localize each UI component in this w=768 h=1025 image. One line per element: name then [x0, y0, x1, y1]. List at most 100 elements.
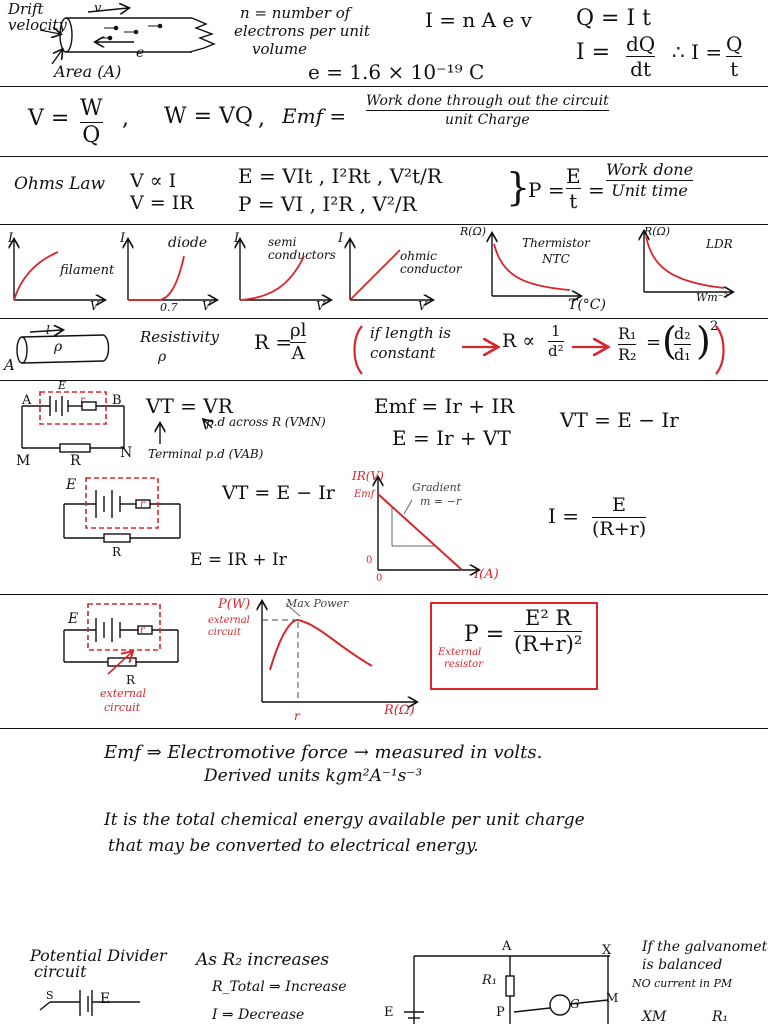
- electron-label: e: [136, 45, 145, 61]
- gradient-label: Gradient: [412, 481, 462, 494]
- internal-cell-box: [85, 477, 159, 529]
- charge-equation: Q = I t: [576, 6, 651, 31]
- area-wire-label: A: [4, 356, 15, 374]
- condition-line2: constant: [370, 344, 436, 362]
- v-equals-ir: V = IR: [130, 192, 194, 214]
- close-paren: ): [696, 319, 711, 363]
- n-definition-line2: electrons per unit: [234, 22, 370, 40]
- cell-e-label: E: [100, 991, 111, 1007]
- e2r-numerator: E² R: [525, 606, 572, 630]
- switch-label: S: [46, 989, 54, 1002]
- external-resistor-line1: External: [438, 647, 482, 658]
- rho-wire-label: ρ: [54, 339, 63, 355]
- graph1-x-label: V: [90, 299, 99, 313]
- node-p-label: P: [496, 1005, 505, 1020]
- one-numerator: 1: [551, 322, 561, 340]
- internal-r-label: r: [140, 625, 145, 636]
- equals-sign: =: [588, 178, 605, 202]
- external-resistor-line2: resistor: [444, 659, 483, 670]
- rho-l-numerator: ρl: [290, 320, 307, 341]
- emf-derived-units: Derived units kgm²A⁻¹s⁻³: [204, 766, 423, 786]
- r1-over-r2: R₁ R₂: [618, 324, 637, 364]
- power-axis-label: P(W): [218, 597, 251, 612]
- node-n-label: N: [120, 445, 133, 461]
- graph6-y-label: R(Ω): [644, 225, 670, 238]
- resistor-r-label: R: [112, 545, 122, 559]
- galvanometer-note-line3: NO current in PM: [632, 977, 733, 990]
- internal-r-label: r: [140, 499, 145, 510]
- node-m-label: M: [606, 991, 619, 1005]
- circuit-internal-resistance: [63, 490, 181, 543]
- e-over-r-plus-r: E(R+r): [592, 494, 647, 540]
- equals-sign: =: [646, 332, 662, 353]
- graph3-x-label: V: [316, 299, 325, 313]
- work-done-numerator: Work done: [606, 160, 694, 179]
- t-denominator: t: [730, 57, 739, 81]
- variable-resistor-arrow: [107, 652, 132, 675]
- electron-charge: e = 1.6 × 10⁻¹⁹ C: [308, 60, 485, 84]
- resistance-lhs: R =: [254, 330, 293, 354]
- galvanometer-note-line1: If the galvanometer: [642, 939, 768, 955]
- r1-numerator: R₁: [618, 324, 637, 343]
- r-axis-label: R(Ω): [384, 703, 415, 718]
- r-total-increase: R_Total ⇒ Increase: [212, 979, 347, 995]
- e-ir-vt-equation: E = Ir + VT: [392, 426, 511, 450]
- resistor-r-label: R: [126, 673, 136, 687]
- emf-denominator: unit Charge: [445, 112, 530, 128]
- as-r2-increases: As R₂ increases: [196, 950, 330, 970]
- origin-y-label: 0: [366, 555, 373, 566]
- vt-equation: VT = E − Ir: [222, 482, 335, 504]
- potential-divider-circuit-right: [404, 955, 610, 1024]
- e-numerator: E: [566, 164, 581, 188]
- r2-denominator: R₂: [618, 345, 637, 364]
- area-label: Area (A): [54, 62, 122, 81]
- graph4-curve-label: ohmic conductor: [400, 249, 462, 277]
- d-squared-denominator: d²: [548, 342, 564, 360]
- r-tick-label: r: [294, 709, 300, 723]
- origin-x-label: 0: [376, 573, 383, 584]
- graph2-curve-label: diode: [168, 235, 208, 251]
- potential-divider-title-line1: Potential Divider: [30, 946, 167, 965]
- e-ir-equation: E = IR + Ir: [190, 550, 287, 570]
- graph-curves: [13, 235, 725, 301]
- internal-cell-box: [39, 391, 107, 425]
- current-lhs: I =: [548, 504, 580, 528]
- emf-lhs: Emf =: [282, 104, 347, 128]
- ohms-law-label: Ohms Law: [14, 174, 106, 194]
- node-x-label: X: [602, 943, 612, 958]
- potential-divider-circuit-left: [39, 990, 140, 1016]
- voltage-lhs: V =: [28, 106, 70, 131]
- r-plus-r-denominator: (R+r): [592, 518, 647, 540]
- a-denominator: A: [291, 343, 305, 364]
- power-lhs: P =: [528, 178, 565, 202]
- emf-definition-line1: Emf ⇒ Electromotive force → measured in …: [104, 742, 543, 763]
- r-proportional: R ∝: [502, 330, 536, 352]
- emf-intercept-label: Emf: [354, 489, 375, 500]
- comma: ,: [258, 106, 265, 131]
- graph4-x-label: V: [418, 299, 427, 313]
- ir-vs-i-graph: [378, 478, 478, 570]
- q-denominator: Q: [82, 123, 101, 148]
- power-lhs: P =: [464, 622, 505, 647]
- node-a-label: A: [502, 939, 512, 954]
- external-label-line2: circuit: [104, 701, 141, 714]
- rho-symbol: ρ: [158, 349, 167, 365]
- r1-label: R₁: [482, 973, 497, 988]
- potential-divider-title-line2: circuit: [34, 962, 87, 981]
- graph3-curve-label: semi conductors: [268, 235, 336, 262]
- terminal-pd: Terminal p.d (VAB): [148, 448, 263, 460]
- dq-numerator: dQ: [626, 32, 656, 56]
- d1-denominator: d₁: [674, 345, 691, 364]
- current-decrease: I ⇒ Decrease: [212, 1007, 305, 1023]
- therefore-i: ∴ I =: [672, 40, 723, 64]
- xm-label: XM: [642, 1009, 667, 1025]
- external-label-line1: external: [100, 687, 147, 700]
- comma: ,: [122, 106, 129, 131]
- divider-4: [0, 318, 768, 319]
- e-numerator: E: [612, 494, 626, 516]
- work-equation: W = VQ: [164, 104, 253, 129]
